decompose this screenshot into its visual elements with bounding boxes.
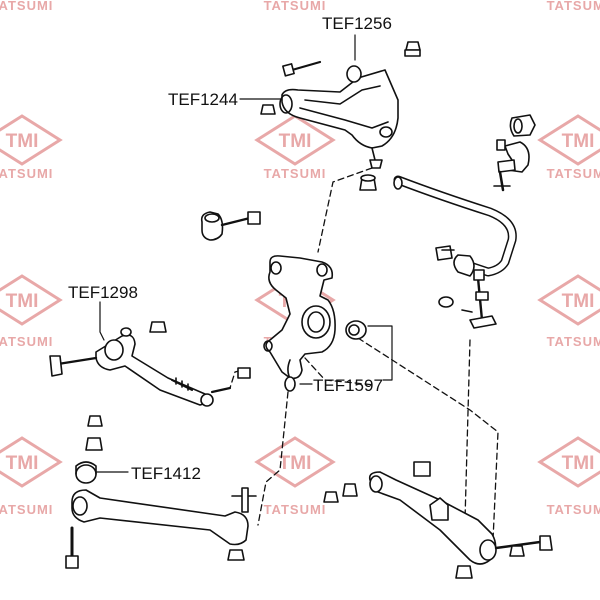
label-tef1256: TEF1256 [322, 14, 392, 33]
nut-left-upper [149, 321, 167, 333]
lower-arm-left [65, 487, 257, 569]
lower-left-hardware [75, 415, 103, 484]
tmi-logo: TMI [537, 274, 600, 326]
label-tef1412: TEF1412 [131, 464, 201, 483]
watermark-logos: TMITMITMITMITMITMITMITMITMI [0, 114, 600, 488]
tatsumi-brand-text: TATSUMI [0, 334, 53, 349]
tatsumi-brand-text: TATSUMI [547, 0, 600, 13]
assembly-guide-lines [229, 167, 499, 541]
tatsumi-brand-text: TATSUMI [0, 502, 53, 517]
tatsumi-brand-text: TATSUMI [547, 502, 600, 517]
label-tef1597: TEF1597 [313, 376, 383, 395]
tatsumi-brand-text: TATSUMI [0, 166, 53, 181]
tmi-logo: TMI [254, 114, 336, 166]
svg-text:TMI: TMI [562, 291, 595, 312]
tatsumi-brand-text: TATSUMI [264, 502, 327, 517]
tmi-logo: TMI [537, 436, 600, 488]
tatsumi-brand-text: TATSUMI [264, 0, 327, 13]
label-tef1298: TEF1298 [68, 283, 138, 302]
tatsumi-brand-text: TATSUMI [0, 0, 53, 13]
knuckle [263, 255, 336, 383]
tatsumi-brand-text: TATSUMI [547, 166, 600, 181]
svg-text:TMI: TMI [279, 453, 312, 474]
svg-text:TMI: TMI [6, 453, 39, 474]
tmi-logo: TMI [0, 274, 63, 326]
svg-text:TMI: TMI [562, 453, 595, 474]
watermark-brand-texts: TATSUMI TATSUMI TATSUMI TATSUMI TATSUMI TATSU… [0, 0, 600, 517]
upper-hardware [260, 41, 421, 191]
upper-control-arm [279, 65, 399, 169]
svg-text:TMI: TMI [6, 291, 39, 312]
tmi-logo: TMI [0, 436, 63, 488]
tatsumi-brand-text: TATSUMI [264, 166, 327, 181]
svg-text:TMI: TMI [6, 131, 39, 152]
label-leaders [95, 34, 393, 473]
stabilizer-bar [393, 175, 517, 277]
stabilizer-bushing-bracket [493, 114, 536, 192]
svg-text:TMI: TMI [562, 131, 595, 152]
label-tef1244: TEF1244 [168, 90, 238, 109]
lower-arm-right [323, 461, 553, 579]
knuckle-bushings [284, 320, 367, 392]
tmi-logo: TMI [537, 114, 600, 166]
svg-text:TMI: TMI [279, 131, 312, 152]
lower-lateral-link [49, 327, 251, 407]
stabilizer-link [435, 245, 497, 329]
tatsumi-brand-text: TATSUMI [547, 334, 600, 349]
tmi-logo: TMI [0, 114, 63, 166]
bushing-bolt [200, 211, 261, 241]
